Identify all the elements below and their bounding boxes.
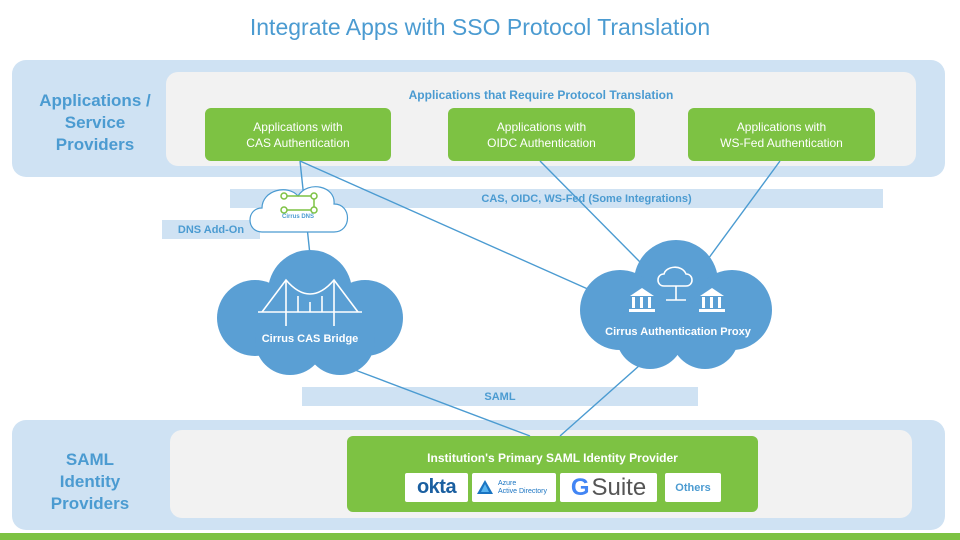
connector-cas-to-proxy <box>299 160 591 291</box>
app-box-wsfed: Applications with WS-Fed Authentication <box>688 108 875 161</box>
connector-lines <box>299 160 781 437</box>
label-line: Identity <box>59 472 121 491</box>
cirrus-dns-label: Cirrus DNS <box>281 214 314 220</box>
footer-accent-bar <box>0 533 960 540</box>
service-providers-label: Applications / Service Providers <box>22 90 168 156</box>
app-box-cas: Applications with CAS Authentication <box>205 108 391 161</box>
label-line: Providers <box>50 494 130 513</box>
dns-addon-strip: DNS Add-On <box>162 220 260 239</box>
connector-oidc-to-proxy <box>539 160 641 263</box>
cloud-icon <box>657 266 693 287</box>
connector-bridge-to-idp <box>354 369 531 437</box>
proxy-icons <box>657 266 693 301</box>
auth-proxy-label: Cirrus Authentication Proxy <box>605 326 751 338</box>
label-line: SAML <box>65 450 115 469</box>
label-line: Providers <box>55 135 135 154</box>
auth-proxy-cloud <box>580 240 772 369</box>
app-box-line: Applications with <box>736 119 827 134</box>
gsuite-logo: G Suite <box>560 473 657 502</box>
azure-line: Azure <box>498 479 517 487</box>
okta-logo: okta <box>405 473 468 502</box>
app-box-line: CAS Authentication <box>246 135 350 150</box>
connector-proxy-to-idp <box>559 364 641 437</box>
page-title: Integrate Apps with SSO Protocol Transla… <box>249 14 711 40</box>
institution-icon <box>700 288 724 296</box>
app-box-line: Applications with <box>253 119 343 134</box>
others-logo: Others <box>665 473 721 502</box>
app-box-oidc: Applications with OIDC Authentication <box>448 108 635 161</box>
primary-idp-title: Institution's Primary SAML Identity Prov… <box>427 451 678 465</box>
app-box-line: Applications with <box>496 119 587 134</box>
cas-bridge-cloud <box>217 250 403 375</box>
azure-line: Active Directory <box>498 487 548 495</box>
app-box-line: WS-Fed Authentication <box>720 135 843 150</box>
institution-icons <box>629 288 725 312</box>
bridge-icon <box>258 278 362 326</box>
dns-network-icon <box>280 192 318 214</box>
connector-wsfed-to-proxy <box>699 160 781 271</box>
azure-ad-logo: Azure Active Directory <box>472 473 556 502</box>
label-line: Service <box>64 113 126 132</box>
institution-icon <box>630 288 654 296</box>
label-line: Applications / <box>39 91 151 110</box>
app-box-line: OIDC Authentication <box>487 135 596 150</box>
azure-ad-icon <box>477 479 493 494</box>
gsuite-text: Suite <box>591 473 647 501</box>
protocols-strip: CAS, OIDC, WS-Fed (Some Integrations) <box>230 189 883 208</box>
identity-providers-label: SAML Identity Providers <box>30 449 150 515</box>
cas-bridge-label: Cirrus CAS Bridge <box>261 333 359 345</box>
apps-panel-title: Applications that Require Protocol Trans… <box>408 88 674 102</box>
gsuite-g-mark: G <box>570 473 590 501</box>
